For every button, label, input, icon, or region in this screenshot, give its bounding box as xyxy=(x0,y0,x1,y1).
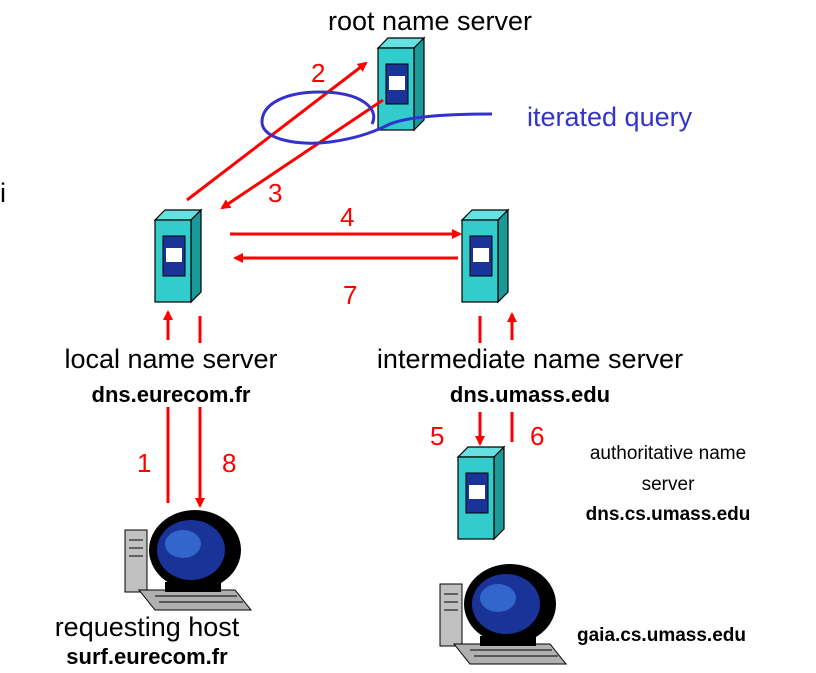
local-server-icon xyxy=(154,209,202,303)
local-server-label: local name server xyxy=(64,344,278,374)
root-server-label: root name server xyxy=(327,6,533,36)
target-host-name: gaia.cs.umass.edu xyxy=(577,625,746,646)
authoritative-server-icon xyxy=(457,446,505,540)
intermediate-server-label: intermediate name server xyxy=(376,344,684,374)
arrow-step-3 xyxy=(220,98,384,210)
target-host-icon xyxy=(439,563,567,665)
step-label-7: 7 xyxy=(343,280,358,310)
step-label-2: 2 xyxy=(311,58,326,88)
step-label-4: 4 xyxy=(340,202,355,232)
authoritative-label-line2: server xyxy=(641,474,695,495)
root-server-icon xyxy=(377,37,425,131)
step-label-1: 1 xyxy=(137,448,152,478)
step-label-6: 6 xyxy=(530,421,545,451)
arrow-step-2 xyxy=(186,61,368,202)
local-server-host: dns.eurecom.fr xyxy=(91,382,251,407)
requesting-host-label: requesting host xyxy=(54,612,240,642)
step-label-3: 3 xyxy=(268,178,283,208)
step-label-5: 5 xyxy=(430,421,445,451)
requesting-host-name: surf.eurecom.fr xyxy=(66,644,228,669)
authoritative-label-line1: authoritative name xyxy=(589,443,747,464)
iterated-query-label: iterated query xyxy=(527,102,693,132)
step-label-8: 8 xyxy=(222,448,237,478)
stray-character: i xyxy=(0,178,6,208)
requesting-host-icon xyxy=(124,509,252,611)
authoritative-server-host: dns.cs.umass.edu xyxy=(585,504,751,525)
intermediate-server-host: dns.umass.edu xyxy=(449,382,611,407)
intermediate-server-icon xyxy=(461,209,509,303)
iterated-query-loop xyxy=(260,90,493,145)
